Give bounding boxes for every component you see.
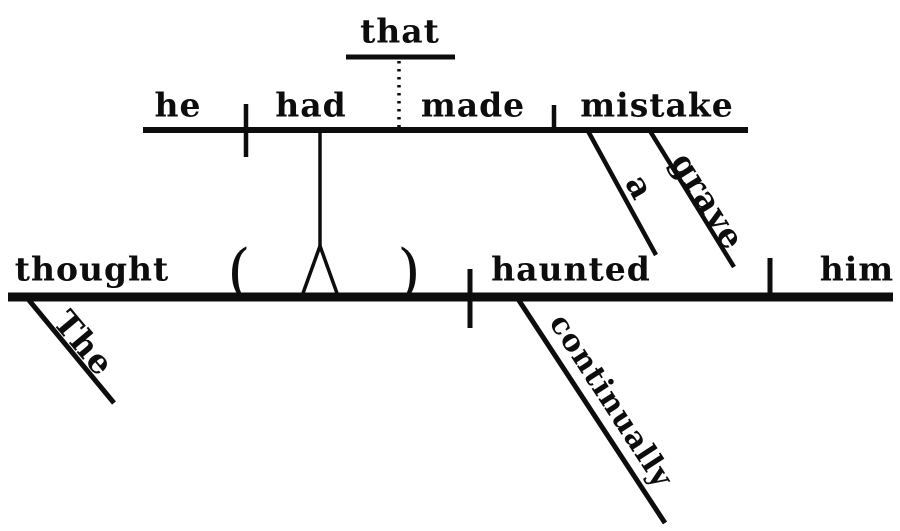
noun-clause-object-word: mistake — [580, 85, 734, 125]
subject-modifier-diagonal — [26, 297, 116, 405]
article-diagonal — [586, 129, 658, 257]
main-subject-word: thought — [14, 249, 170, 289]
noun-clause-connector-word: that — [360, 11, 440, 51]
adjective-diagonal — [648, 129, 736, 269]
main-object-word: him — [819, 249, 895, 289]
main-verb-word: haunted — [491, 249, 651, 289]
open-paren: ( — [227, 237, 251, 307]
close-paren: ) — [397, 237, 421, 307]
pedestal-triangle-left-leg — [300, 245, 322, 297]
noun-clause-main-verb-word: made — [420, 85, 526, 125]
noun-clause-aux-verb-word: had — [275, 85, 347, 125]
adverb-diagonal — [515, 297, 668, 525]
pedestal-triangle-right-leg — [318, 245, 340, 297]
noun-clause-subject-word: he — [154, 85, 202, 125]
